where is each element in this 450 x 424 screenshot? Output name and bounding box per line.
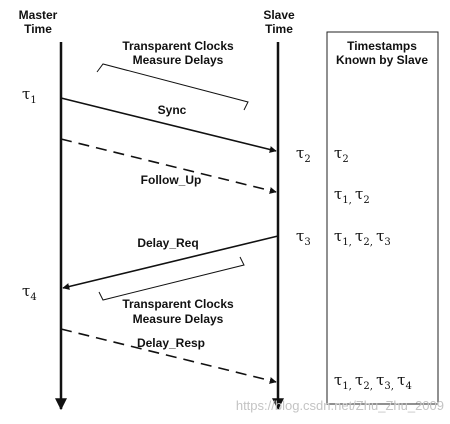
tau1-label: τ1	[22, 85, 37, 106]
tau-subscript: 2,	[363, 381, 376, 392]
tau-symbol: τ	[355, 185, 363, 203]
known-row-3: τ1, τ2, τ3	[334, 227, 391, 248]
delay-req-arrow	[62, 235, 279, 290]
tau-subscript: 4	[405, 381, 411, 392]
tau-symbol: τ	[397, 371, 405, 389]
tc-bottom-line1: Transparent Clocks	[122, 297, 234, 311]
tau-subscript: 3,	[384, 381, 397, 392]
known-row-2: τ1, τ2	[334, 185, 370, 206]
timestamps-box	[326, 31, 439, 405]
tau-subscript: 1,	[342, 195, 355, 206]
known-row-4: τ1, τ2, τ3, τ4	[334, 371, 412, 392]
tau-symbol: τ	[355, 227, 363, 245]
tau-subscript: 2	[342, 154, 348, 165]
master-header-line2: Time	[24, 22, 52, 36]
tau-symbol: τ	[334, 227, 342, 245]
tau2-label: τ2	[296, 144, 311, 165]
tc-bottom-line2: Measure Delays	[133, 312, 224, 326]
delay-resp-label: Delay_Resp	[137, 336, 205, 350]
tau3-label: τ3	[296, 227, 311, 248]
delay-req-label: Delay_Req	[137, 236, 198, 250]
watermark-text: https://blog.csdn.net/Zhu_Zhu_2009	[236, 398, 444, 413]
tau-symbol: τ	[355, 371, 363, 389]
tc-top-line2: Measure Delays	[133, 53, 224, 67]
sync-arrow	[60, 97, 277, 153]
tau-symbol: τ	[334, 371, 342, 389]
tau-subscript: 2,	[363, 237, 376, 248]
tc-top-line1: Transparent Clocks	[122, 39, 234, 53]
tc-top-bracket	[96, 63, 249, 111]
tau-subscript: 1,	[342, 237, 355, 248]
box-header-line1: Timestamps	[347, 39, 417, 53]
tau-symbol: τ	[334, 144, 342, 162]
tau-subscript: 3	[384, 237, 390, 248]
known-row-1: τ2	[334, 144, 349, 165]
tau-symbol: τ	[334, 185, 342, 203]
slave-header-line1: Slave	[263, 8, 295, 22]
tau-symbol: τ	[376, 371, 384, 389]
tau-symbol: τ	[376, 227, 384, 245]
box-header-line2: Known by Slave	[336, 53, 428, 67]
master-header-line1: Master	[19, 8, 58, 22]
follow-up-arrow	[60, 138, 277, 194]
delay-resp-arrow	[60, 328, 277, 384]
tc-bottom-bracket	[98, 256, 245, 301]
tau-subscript: 1,	[342, 381, 355, 392]
follow-up-label: Follow_Up	[141, 173, 202, 187]
sync-label: Sync	[158, 103, 187, 117]
tau-subscript: 2	[363, 195, 369, 206]
slave-header-line2: Time	[265, 22, 293, 36]
tau4-label: τ4	[22, 282, 37, 303]
